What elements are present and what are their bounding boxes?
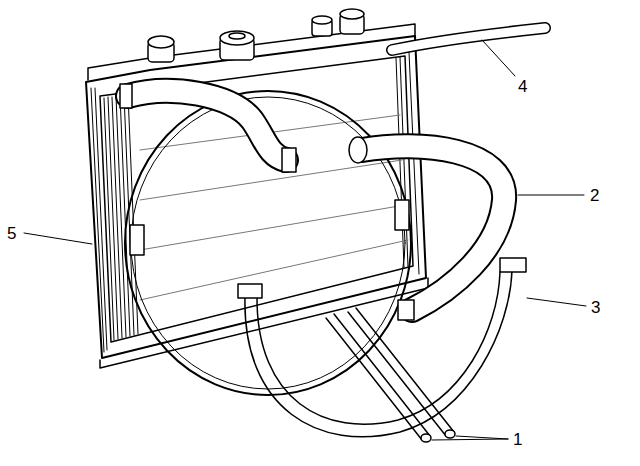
callout-number: 1 xyxy=(512,430,523,449)
shroud-strap xyxy=(238,258,526,437)
upper-hose xyxy=(120,84,296,172)
shroud-clips xyxy=(130,200,409,255)
radiator-frame xyxy=(86,36,426,358)
callout-number: 3 xyxy=(590,298,601,317)
callout-number: 5 xyxy=(6,224,17,243)
callout-number: 2 xyxy=(589,186,600,205)
callout-number: 4 xyxy=(517,77,528,96)
bottom-tank xyxy=(100,278,428,368)
leader-lines xyxy=(24,40,586,440)
overflow-hose xyxy=(392,28,545,50)
radiator-fins xyxy=(91,52,419,352)
lower-hose xyxy=(349,137,504,320)
filler-caps xyxy=(148,9,364,62)
top-tank xyxy=(88,24,415,80)
